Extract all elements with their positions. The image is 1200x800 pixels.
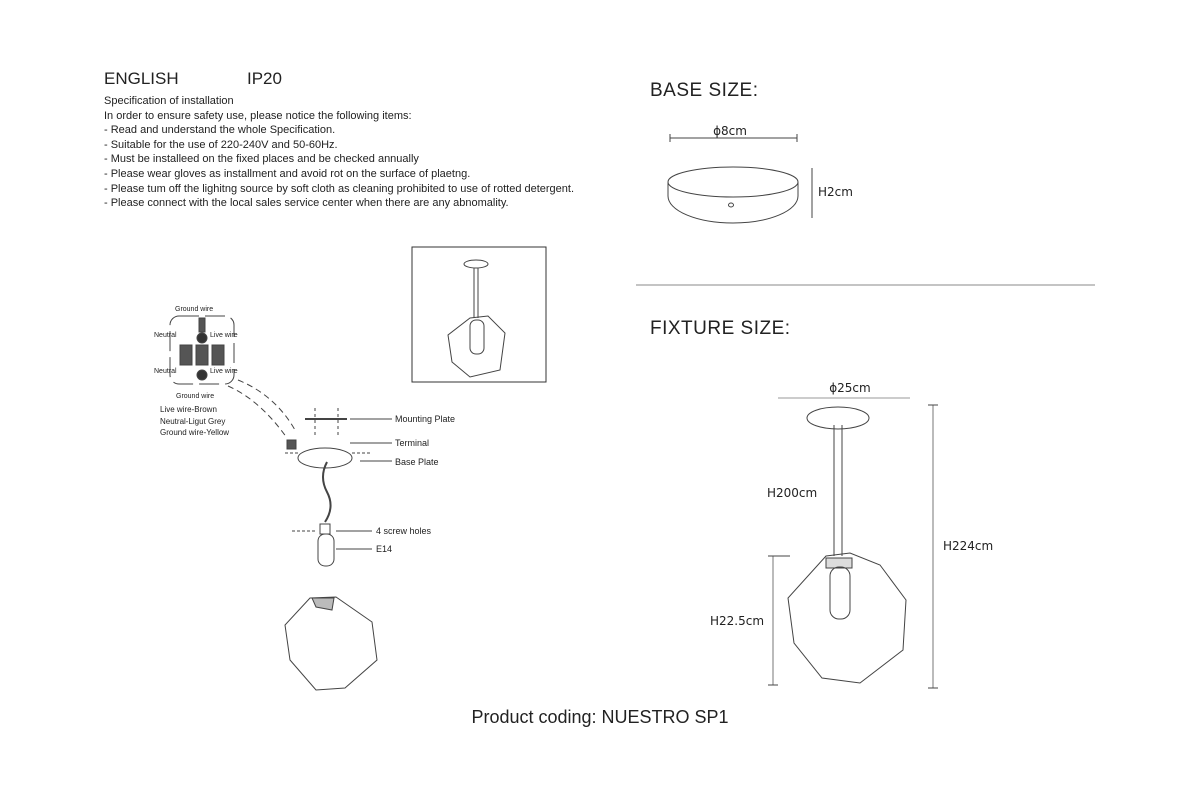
- language-heading: ENGLISH: [104, 69, 179, 88]
- neutral-label: Neutral: [154, 368, 177, 375]
- screw-holes-label: 4 screw holes: [376, 526, 432, 536]
- fixture-size-title: FIXTURE SIZE:: [650, 318, 791, 339]
- wire-color-legend: Neutral-Ligut Grey: [160, 417, 225, 426]
- base-plate-label: Base Plate: [395, 457, 439, 467]
- live-wire-label: Live wire: [210, 368, 238, 375]
- installation-spec: Specification of installation In order t…: [104, 94, 574, 211]
- spec-item: - Must be installeed on the fixed places…: [104, 153, 419, 166]
- base-plate-drawing: [667, 134, 813, 224]
- spec-item: - Read and understand the whole Specific…: [104, 124, 336, 137]
- shade-height-label: H22.5cm: [710, 614, 764, 628]
- spec-item: - Please tum off the lighitng source by …: [104, 182, 575, 195]
- pendant-preview: [411, 246, 547, 383]
- wire-color-legend: Ground wire-Yellow: [160, 428, 229, 437]
- base-diameter-label: ϕ8cm: [713, 124, 747, 138]
- terminal-label: Terminal: [395, 438, 429, 448]
- assembly-drawing: [284, 408, 392, 691]
- mounting-plate-label: Mounting Plate: [395, 414, 455, 424]
- live-wire-label: Live wire: [210, 332, 238, 339]
- product-coding: Product coding: NUESTRO SP1: [471, 707, 729, 727]
- total-height-label: H224cm: [943, 539, 993, 553]
- ip-rating: IP20: [247, 69, 282, 88]
- ground-wire-bottom: Ground wire: [176, 393, 214, 400]
- base-height-label: H2cm: [818, 185, 853, 199]
- ground-wire-top: Ground wire: [175, 306, 213, 313]
- wiring-terminal-drawing: [169, 315, 296, 439]
- neutral-label: Neutral: [154, 332, 177, 339]
- base-size-title: BASE SIZE:: [650, 80, 759, 101]
- spec-item: - Suitable for the use of 220-240V and 5…: [104, 138, 338, 151]
- spec-item: - Please wear gloves as installment and …: [104, 167, 471, 180]
- socket-label: E14: [376, 544, 392, 554]
- spec-title: Specification of installation: [104, 95, 234, 107]
- fixture-drawing: [768, 397, 938, 689]
- fixture-diameter-label: ϕ25cm: [829, 381, 870, 395]
- spec-intro: In order to ensure safety use, please no…: [104, 109, 412, 122]
- rod-height-label: H200cm: [767, 486, 817, 500]
- spec-item: - Please connect with the local sales se…: [104, 197, 509, 210]
- wire-color-legend: Live wire-Brown: [160, 405, 217, 414]
